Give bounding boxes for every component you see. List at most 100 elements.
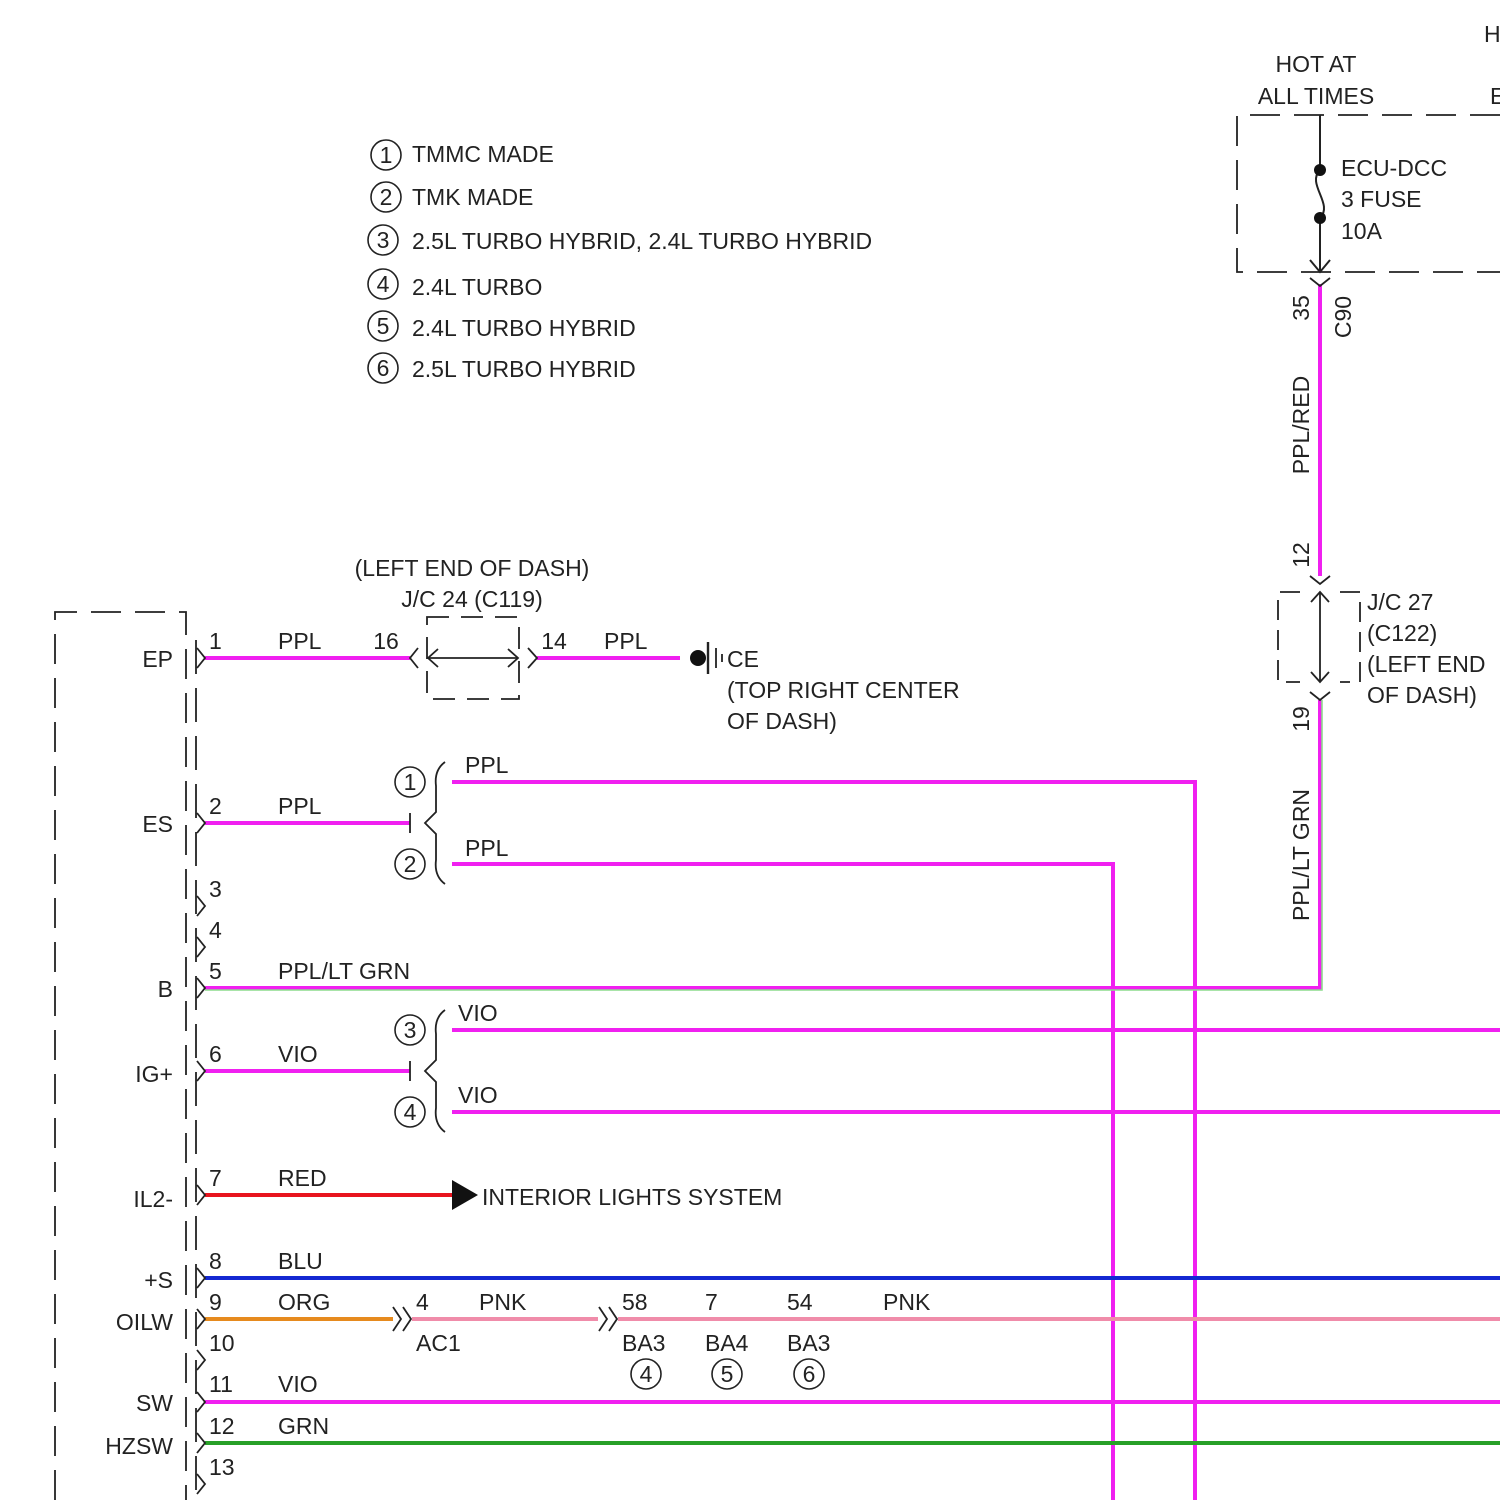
jc24-wire-out: PPL [604,628,648,654]
wire-label-s: BLU [278,1248,323,1274]
ba-pin-3: 54 [787,1289,813,1315]
legend-num-6: 6 [377,355,390,381]
es-upper-wire: PPL [465,752,509,778]
pin-num-13: 13 [209,1454,235,1480]
pin-brackets [197,648,205,1494]
splice-brace-es [425,762,445,884]
wire-label-hzsw: GRN [278,1413,329,1439]
ba-conn-3: BA3 [787,1330,830,1356]
ba-note-3: 6 [803,1361,816,1387]
fuse-name: ECU-DCC [1341,155,1447,181]
wire-label-il2: RED [278,1165,327,1191]
fuse-element [1316,170,1324,218]
ig-lower-num: 4 [404,1099,417,1125]
ig-lower-wire: VIO [458,1082,498,1108]
term-b: B [158,976,173,1002]
pin-num-12: 12 [209,1413,235,1439]
legend-num-2: 2 [380,184,393,210]
wire-label-pnk-mid: PNK [479,1289,527,1315]
wire-label-b: PPL/LT GRN [278,958,410,984]
ba-note-1: 4 [640,1361,653,1387]
pin-num-7: 7 [209,1165,222,1191]
ground-line2: OF DASH) [727,708,837,734]
splice-brace-ig [425,1010,445,1132]
legend-circles [368,140,401,383]
wire-label-ig: VIO [278,1041,318,1067]
ba-conn-2: BA4 [705,1330,749,1356]
pin-num-6: 6 [209,1041,222,1067]
wire-b-ppl-ltgrn [205,700,1320,988]
arrow-icon [452,1180,478,1210]
term-hzsw: HZSW [105,1433,173,1459]
labels: H E 1 TMMC MADE 2 TMK MADE 3 2.5L TURBO … [105,21,1500,1480]
legend-text-3: 2.5L TURBO HYBRID, 2.4L TURBO HYBRID [412,228,872,254]
interior-lights-label: INTERIOR LIGHTS SYSTEM [482,1184,782,1210]
ground-ce-symbol [708,642,722,674]
es-lower-wire: PPL [465,835,509,861]
pin-num-11: 11 [209,1371,233,1397]
legend-num-5: 5 [377,313,390,339]
term-sw: SW [136,1390,173,1416]
jc24-connector [410,617,537,699]
ig-upper-wire: VIO [458,1000,498,1026]
ground-ce-dot [690,650,706,666]
jc27-pin-in: 12 [1288,542,1314,568]
es-upper-num: 1 [404,769,417,795]
wire-label-sw: VIO [278,1371,318,1397]
jc27-line2: (C122) [1367,620,1437,646]
legend-num-4: 4 [377,271,390,297]
fuse-terminal-bottom [1314,212,1326,224]
jc27-pin-out: 19 [1288,706,1314,732]
legend-text-4: 2.4L TURBO [412,274,542,300]
legend-num-1: 1 [380,142,393,168]
wire-es-lower-ppl [452,864,1113,1500]
ground-line1: (TOP RIGHT CENTER [727,677,960,703]
fuse-hot-line1: HOT AT [1276,51,1357,77]
pin-num-4: 4 [209,917,222,943]
fuse-line2: 3 FUSE [1341,186,1422,212]
fuse-rating: 10A [1341,218,1383,244]
pin-num-3: 3 [209,876,222,902]
wire-label-es: PPL [278,793,322,819]
term-oilw: OILW [116,1309,173,1335]
ba-connector [599,1307,617,1331]
wire-label-ppl-lt-grn-vertical: PPL/LT GRN [1288,789,1314,921]
wire-label-oilw: ORG [278,1289,330,1315]
ac1-pin: 4 [416,1289,429,1315]
ground-name: CE [727,646,759,672]
fuse-connector: C90 [1330,296,1356,338]
ig-upper-num: 3 [404,1017,417,1043]
pin-num-9: 9 [209,1289,222,1315]
ba-pin-1: 58 [622,1289,648,1315]
jc27-line1: J/C 27 [1367,589,1433,615]
fuse-hot-line2: ALL TIMES [1258,83,1374,109]
fuse-terminal-top [1314,164,1326,176]
ba-conn-1: BA3 [622,1330,665,1356]
jc27-line4: OF DASH) [1367,682,1477,708]
ba-note-2: 5 [721,1361,734,1387]
legend-text-1: TMMC MADE [412,141,554,167]
ecu-outline [55,612,186,1500]
term-ig: IG+ [135,1061,173,1087]
legend-text-5: 2.4L TURBO HYBRID [412,315,636,341]
fuse-pin: 35 [1288,295,1314,321]
wire-label-ppl-red: PPL/RED [1288,376,1314,474]
term-ep: EP [142,646,173,672]
top-cut-e: E [1490,83,1500,109]
jc24-pin-out: 14 [541,628,567,654]
jc24-pin-in: 16 [373,628,399,654]
wire-label-ep: PPL [278,628,322,654]
legend-num-3: 3 [377,227,390,253]
jc27-line3: (LEFT END [1367,651,1485,677]
pin-num-2: 2 [209,793,222,819]
term-es: ES [142,811,173,837]
pin-num-1: 1 [209,628,222,654]
ba-pin-2: 7 [705,1289,718,1315]
legend-text-2: TMK MADE [412,184,533,210]
ac1-connector [393,1307,411,1331]
pin-num-8: 8 [209,1248,222,1274]
top-cut-h: H [1484,21,1500,47]
jc24-line1: (LEFT END OF DASH) [355,555,590,581]
